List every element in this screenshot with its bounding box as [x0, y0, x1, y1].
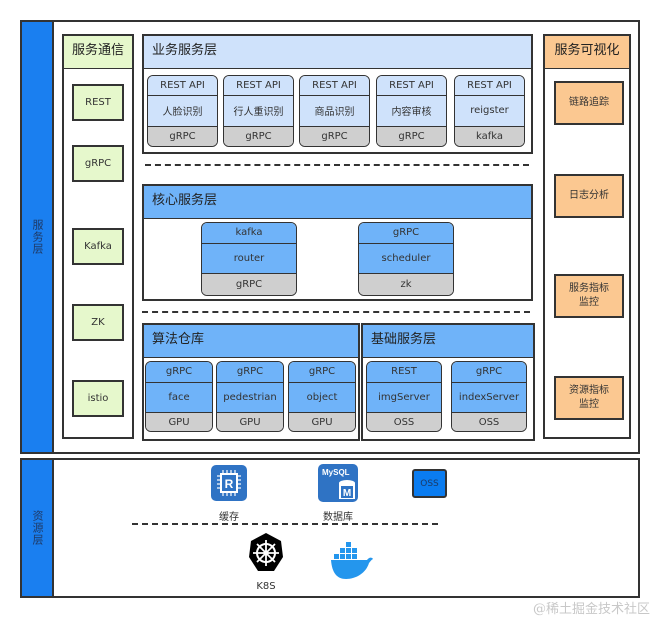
- card-bottom-row: kafka: [455, 126, 524, 146]
- card-bottom-row: gRPC: [300, 126, 369, 146]
- oss-box: OSS: [412, 469, 447, 498]
- card-bottom-row: gRPC: [224, 126, 293, 146]
- card-bottom-row: GPU: [289, 413, 355, 431]
- card-middle-row: object: [289, 382, 355, 414]
- k8s-label: K8S: [256, 581, 276, 592]
- divider-line: [132, 523, 438, 525]
- card-bottom-row: OSS: [367, 413, 441, 431]
- card-bottom-row: zk: [359, 274, 453, 295]
- card-bottom-row: GPU: [146, 413, 212, 431]
- divider-line: [145, 164, 529, 166]
- card-top-row: gRPC: [217, 362, 283, 383]
- comm-item-kafka: Kafka: [72, 228, 124, 265]
- service-layer-label: 服务层: [31, 219, 44, 255]
- card-middle-row: 人脸识别: [148, 96, 217, 127]
- card-middle-row: scheduler: [359, 243, 453, 275]
- card-middle-row: router: [202, 243, 296, 275]
- comm-item-istio: istio: [72, 380, 124, 417]
- basic-layer-title: 基础服务层: [363, 325, 533, 358]
- comm-item-rest: REST: [72, 84, 124, 121]
- core-layer-title: 核心服务层: [144, 186, 531, 219]
- comm-item-grpc: gRPC: [72, 145, 124, 182]
- card-top-row: gRPC: [452, 362, 526, 383]
- card-top-row: REST API: [300, 76, 369, 97]
- card-middle-row: indexServer: [452, 382, 526, 414]
- service-visualization-title: 服务可视化: [545, 36, 629, 69]
- comm-item-zk: ZK: [72, 304, 124, 341]
- card-top-row: gRPC: [146, 362, 212, 383]
- card-top-row: REST API: [377, 76, 446, 97]
- cache-label: 缓存: [219, 512, 239, 523]
- mysql-database-icon: MySQL M: [318, 464, 358, 502]
- redis-glyph: R: [225, 477, 234, 491]
- database-label: 数据库: [323, 512, 353, 523]
- card-bottom-row: GPU: [217, 413, 283, 431]
- mysql-sub: M: [343, 488, 351, 499]
- card-top-row: REST: [367, 362, 441, 383]
- card-bottom-row: gRPC: [148, 126, 217, 146]
- mysql-text: MySQL: [322, 468, 350, 477]
- card-top-row: gRPC: [289, 362, 355, 383]
- card-bottom-row: OSS: [452, 413, 526, 431]
- card-top-row: REST API: [224, 76, 293, 97]
- card-top-row: gRPC: [359, 223, 453, 244]
- resource-layer-sidebar: 资源层: [20, 458, 54, 598]
- viz-item-service-metrics: 服务指标 监控: [554, 274, 624, 318]
- card-middle-row: 内容审核: [377, 96, 446, 127]
- watermark: @稀土掘金技术社区: [533, 602, 651, 617]
- card-bottom-row: gRPC: [202, 274, 296, 295]
- card-middle-row: pedestrian: [217, 382, 283, 414]
- kubernetes-icon: [248, 532, 284, 574]
- card-middle-row: face: [146, 382, 212, 414]
- card-top-row: REST API: [148, 76, 217, 97]
- viz-item-logs: 日志分析: [554, 174, 624, 218]
- service-layer-sidebar: 服务层: [20, 20, 54, 454]
- card-top-row: kafka: [202, 223, 296, 244]
- card-middle-row: imgServer: [367, 382, 441, 414]
- card-top-row: REST API: [455, 76, 524, 97]
- viz-item-tracing: 链路追踪: [554, 81, 624, 125]
- business-layer-title: 业务服务层: [144, 36, 531, 69]
- card-bottom-row: gRPC: [377, 126, 446, 146]
- divider-line: [142, 311, 530, 313]
- card-middle-row: 行人重识别: [224, 96, 293, 127]
- service-communication-title: 服务通信: [64, 36, 132, 69]
- algorithm-warehouse-title: 算法仓库: [144, 325, 358, 358]
- card-middle-row: 商品识别: [300, 96, 369, 127]
- docker-icon: [329, 540, 374, 580]
- redis-cache-icon: R: [211, 465, 247, 501]
- card-middle-row: reigster: [455, 96, 524, 127]
- resource-layer-label: 资源层: [31, 510, 44, 546]
- viz-item-resource-metrics: 资源指标 监控: [554, 376, 624, 420]
